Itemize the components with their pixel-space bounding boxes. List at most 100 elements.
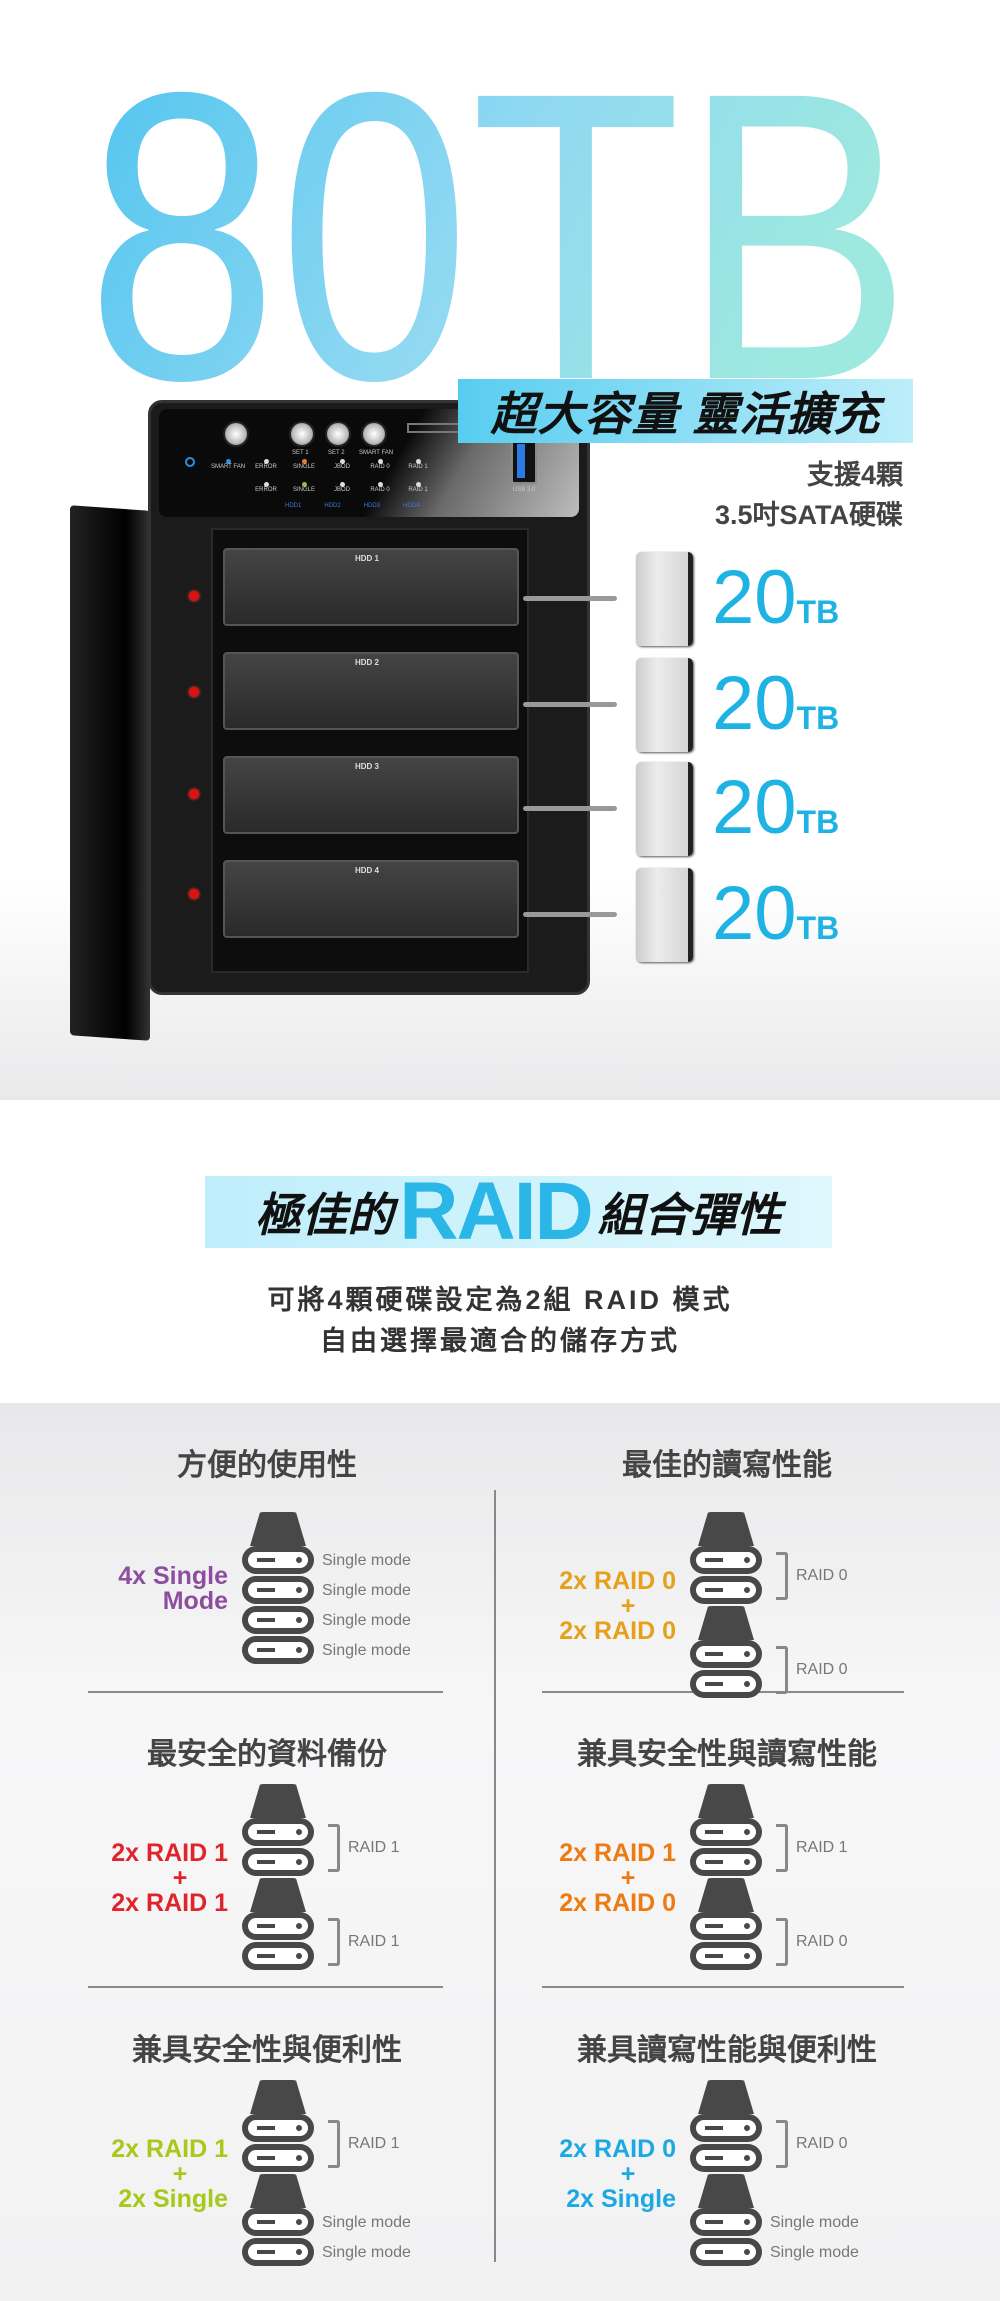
- mode-label-line: 2x RAID 1: [111, 1838, 228, 1867]
- bracket-icon: [776, 1824, 788, 1872]
- mode-label-line: 2x RAID 0: [559, 1566, 676, 1595]
- plus-sign: +: [172, 1863, 188, 1892]
- bracket-icon: [776, 1918, 788, 1966]
- banner-post: 組合彈性: [597, 1189, 782, 1241]
- led-indicator: RAID 0: [365, 459, 395, 470]
- mode-label-line: Mode: [162, 1587, 228, 1615]
- disk-led: [744, 1829, 750, 1835]
- disk-led: [744, 1953, 750, 1959]
- banner-raid: RAID: [399, 1166, 593, 1257]
- column-divider: [494, 1490, 496, 2262]
- capacity-unit: TB: [796, 910, 840, 946]
- power-icon: [185, 457, 195, 467]
- raid-subtitle: 自由選擇最適合的儲存方式: [320, 1326, 680, 1356]
- led-label: RAID 0: [370, 487, 390, 493]
- disk-icon: [690, 1912, 762, 1940]
- single-mode-label: Single mode: [322, 1582, 411, 1599]
- mode-label-line: 2x RAID 1: [111, 1888, 228, 1917]
- raid-group-label: RAID 0: [796, 1567, 848, 1584]
- mode-label-line: 2x RAID 0: [559, 1616, 676, 1645]
- disk-slot: [257, 1558, 275, 1562]
- led-light: [263, 482, 269, 487]
- hdd-indicator-label: HDD2: [324, 503, 341, 509]
- disk-icon: [690, 1640, 762, 1668]
- disk-slot: [257, 1924, 275, 1928]
- usb-port: [511, 438, 537, 484]
- power-button: [223, 421, 249, 447]
- raid-bracket: RAID 1: [762, 1818, 848, 1878]
- disk-icon: [690, 2144, 762, 2172]
- drive-bay: HDD 2: [223, 652, 519, 730]
- connector-line: [523, 596, 617, 601]
- disk-icon: [690, 1546, 762, 1574]
- disk-icon: [242, 1636, 314, 1664]
- disk-cap: [698, 2080, 754, 2114]
- raid-modes-section: [0, 1403, 1000, 2301]
- disk-slot: [705, 1954, 723, 1958]
- row-divider: [88, 1691, 443, 1693]
- disk-led: [744, 1923, 750, 1929]
- mode-label: 2x RAID 1+2x RAID 0: [520, 1840, 690, 1916]
- disk-cap: [698, 1878, 754, 1912]
- hdd-indicator-label: HDD3: [363, 503, 381, 509]
- disk-led: [744, 1681, 750, 1687]
- led-indicator: ERROR: [251, 459, 281, 470]
- bracket-icon: [776, 2120, 788, 2168]
- single-mode-label: Single mode: [322, 1552, 411, 1569]
- disk-column: [690, 2080, 762, 2174]
- led-indicator: ERROR: [251, 482, 281, 493]
- disk-icon: [690, 2208, 762, 2236]
- mode-heading: 方便的使用性: [177, 1449, 357, 1482]
- disk-icon: [242, 1576, 314, 1604]
- tray-release-button: [189, 889, 199, 899]
- disk-group: RAID 1: [690, 1784, 848, 1878]
- mode-heading: 最佳的讀寫性能: [622, 1449, 832, 1482]
- tray-release-button: [189, 687, 199, 697]
- disk-group: RAID 1: [242, 2080, 411, 2174]
- disk-slot: [705, 2156, 723, 2160]
- raid-bracket: RAID 0: [762, 1546, 848, 1606]
- disk-icon: [690, 1942, 762, 1970]
- mode-label-line: 2x RAID 1: [111, 2134, 228, 2163]
- led-indicator: SMART FAN: [211, 459, 245, 470]
- raid-subtitle: 可將4顆硬碟設定為2組 RAID 模式: [267, 1285, 733, 1315]
- single-mode-label: Single mode: [322, 1642, 411, 1659]
- raid-bracket: RAID 1: [314, 1818, 400, 1878]
- disk-icon: [690, 1576, 762, 1604]
- led-label: ERROR: [255, 464, 277, 470]
- capacity-number: 20: [712, 555, 797, 640]
- disk-slot: [257, 2220, 275, 2224]
- usb-label: USB 3.0: [513, 487, 536, 493]
- row-divider: [542, 1986, 904, 1988]
- disk-cap: [698, 2174, 754, 2208]
- drive-bay: HDD 1: [223, 548, 519, 626]
- drive-bay: HDD 3: [223, 756, 519, 834]
- disk-slot: [257, 2126, 275, 2130]
- set2-button: [325, 421, 351, 447]
- hdd-indicator-label: HDD1: [285, 503, 302, 509]
- led-light: [301, 459, 307, 464]
- disk-led: [744, 1587, 750, 1593]
- led-indicator: JBOD: [327, 459, 357, 470]
- hard-drive-image: [636, 868, 693, 962]
- mode-label-line: 2x Single: [118, 2184, 228, 2213]
- disk-led: [744, 1557, 750, 1563]
- mode-label-line: 2x RAID 0: [559, 2134, 676, 2163]
- disk-column: [690, 1512, 762, 1606]
- led-label: JBOD: [333, 464, 350, 470]
- disk-slot: [257, 1588, 275, 1592]
- support-text: 3.5吋SATA硬碟: [714, 500, 903, 530]
- disk-group: RAID 0: [690, 1878, 848, 1972]
- disk-led: [296, 1587, 302, 1593]
- disk-column: [690, 2174, 762, 2268]
- disk-icon: [690, 1670, 762, 1698]
- disk-group: RAID 1: [242, 1784, 400, 1878]
